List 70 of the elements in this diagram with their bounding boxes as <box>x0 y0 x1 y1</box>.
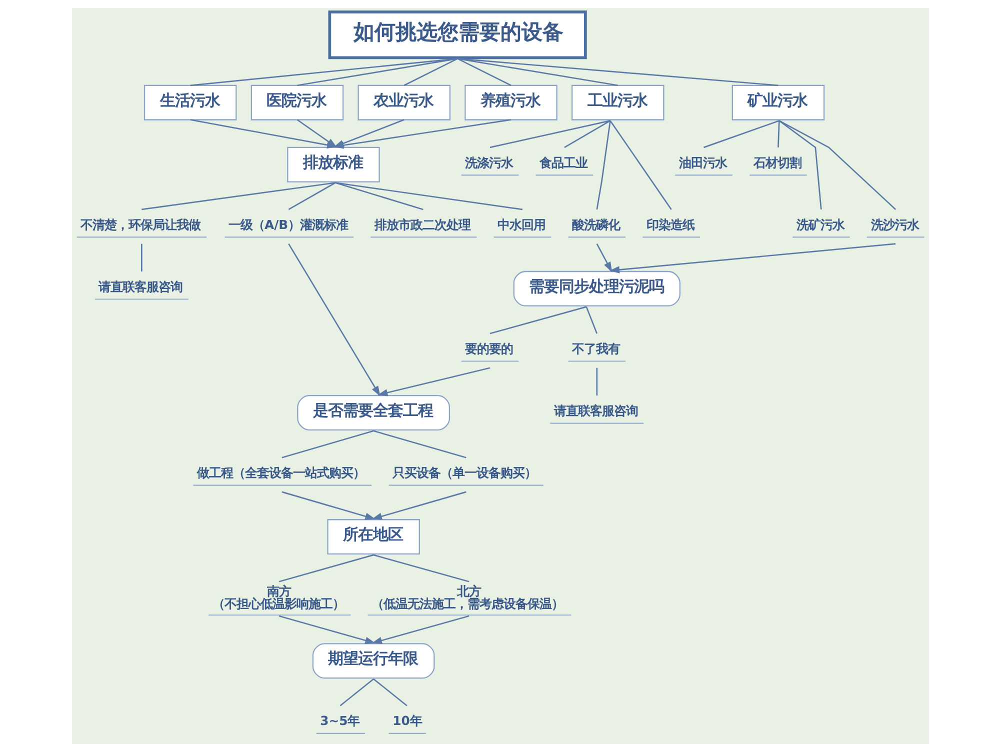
connector <box>585 306 598 334</box>
arrow <box>281 491 375 520</box>
connector <box>141 182 335 210</box>
node-text: 一级（A/B）灌溉标准 <box>228 216 348 232</box>
node-text: 食品工业 <box>539 154 588 170</box>
node-text: 10年 <box>392 713 422 728</box>
connector <box>777 120 780 148</box>
arrow <box>608 243 896 274</box>
node-text: 不了我有 <box>572 341 620 356</box>
node-text: 做工程（全套设备一站式购买） <box>196 465 365 480</box>
node-text: 请直联客服咨询 <box>98 278 182 294</box>
connector <box>778 120 822 210</box>
node-text: 中水回用 <box>497 216 546 232</box>
node-box: 如何挑选您需要的设备 <box>328 10 586 60</box>
connector <box>596 120 610 210</box>
node-text: 洗涤污水 <box>464 154 513 170</box>
connector <box>281 430 374 458</box>
node-text: 酸洗磷化 <box>572 216 620 232</box>
connector <box>339 678 374 706</box>
connector <box>296 58 458 86</box>
node-box: 排放标准 <box>286 146 380 182</box>
node-box: 生活污水 <box>143 84 236 120</box>
node-box: 是否需要全套工程 <box>296 395 450 430</box>
node-text: 不清楚，环保局让我做 <box>80 216 200 232</box>
connector <box>703 120 779 148</box>
node-text: 印染造纸 <box>646 216 694 232</box>
node-text: 3~5年 <box>320 713 360 728</box>
arrow <box>288 243 380 396</box>
connector <box>457 58 778 86</box>
arrow <box>376 367 490 396</box>
connector <box>778 120 896 210</box>
arrow <box>371 615 469 644</box>
node-text: 只买设备（单一设备购买） <box>392 465 536 480</box>
connector <box>140 244 142 272</box>
connector <box>334 182 522 210</box>
connector <box>489 306 586 334</box>
connector <box>334 182 423 210</box>
node-text: 石材切割 <box>752 154 801 170</box>
node-box: 需要同步处理污泥吗 <box>512 270 680 306</box>
connector <box>372 554 469 582</box>
node-text: 要的要的 <box>464 341 513 356</box>
connector <box>288 182 336 210</box>
node-text: 南方 （不担心低温影响施工） <box>212 583 344 611</box>
node-box: 所在地区 <box>326 519 420 555</box>
connector <box>456 58 618 86</box>
node-text: 北方 （低温无法施工，需考虑设备保温） <box>371 583 564 611</box>
connector <box>564 120 610 148</box>
connector <box>456 58 511 86</box>
node-box: 期望运行年限 <box>312 643 434 679</box>
arrow <box>371 491 466 520</box>
connector <box>403 58 458 86</box>
connector <box>489 120 610 148</box>
node-text: 洗矿污水 <box>796 216 844 232</box>
node-box: 矿业污水 <box>731 84 824 120</box>
connector <box>190 58 458 86</box>
node-box: 农业污水 <box>357 84 450 120</box>
connector <box>278 554 374 582</box>
node-box: 医院污水 <box>250 84 344 120</box>
connector <box>372 430 466 458</box>
connector <box>596 368 598 396</box>
arrow <box>278 615 376 644</box>
connector <box>609 120 672 210</box>
node-text: 排放市政二次处理 <box>374 216 470 232</box>
node-text: 请直联客服咨询 <box>553 403 638 418</box>
node-text: 洗沙污水 <box>870 216 918 232</box>
arrow <box>596 244 612 272</box>
node-box: 工业污水 <box>571 84 664 120</box>
connector <box>372 678 407 706</box>
node-box: 养殖污水 <box>464 84 557 120</box>
node-text: 油田污水 <box>678 154 726 170</box>
